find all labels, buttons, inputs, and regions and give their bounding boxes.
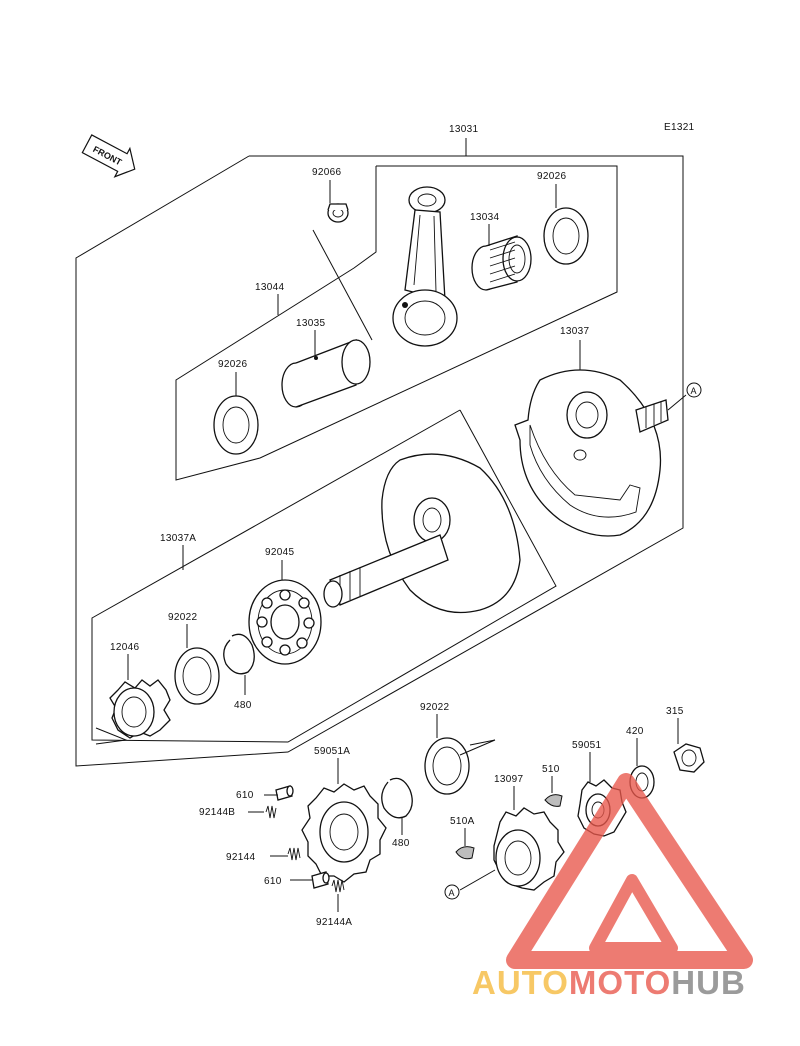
label-13034: 13034 [470,212,499,223]
label-13044: 13044 [255,282,284,293]
part-13037-crank-half [514,369,669,537]
part-92144B-spring [265,805,277,819]
label-13097: 13097 [494,774,523,785]
front-arrow-icon: FRONT [81,134,136,178]
part-92026-washer-left [213,395,259,455]
part-flywheel-crank-half [323,453,521,614]
svg-text:A: A [691,386,697,396]
label-92144: 92144 [226,852,255,863]
connecting-rod-assembly-outline [175,165,618,481]
part-59051A-gear [301,783,387,883]
label-92045: 92045 [265,547,294,558]
label-510A: 510A [450,816,475,827]
label-13037: 13037 [560,326,589,337]
svg-text:A: A [449,888,455,898]
label-12046: 12046 [110,642,139,653]
label-92026-left: 92026 [218,359,247,370]
watermark-text-hub: HUB [671,964,746,1001]
part-92022-washer-top [174,647,220,705]
part-12046-sprocket [109,679,171,739]
part-92144A-spring [331,879,345,893]
label-13037A: 13037A [160,533,196,544]
part-connecting-rod [392,186,458,347]
label-59051: 59051 [572,740,601,751]
label-510: 510 [542,764,560,775]
label-610-bottom: 610 [264,876,282,887]
label-315: 315 [666,706,684,717]
part-610-pin-top [275,785,294,801]
reference-marker-a-bottom: A [444,884,460,900]
label-480-bottom: 480 [392,838,410,849]
part-480-circlip-top [223,633,255,675]
label-92022-top: 92022 [168,612,197,623]
part-92022-washer-bottom [424,737,470,795]
watermark-text-moto: MOTO [569,964,671,1001]
label-92144B: 92144B [199,807,235,818]
label-13035: 13035 [296,318,325,329]
label-59051A: 59051A [314,746,350,757]
crankshaft-assembly-outline [75,138,684,767]
part-92066-bushing [327,203,349,223]
label-610-top: 610 [236,790,254,801]
part-92144-spring [287,847,301,861]
part-92045-ball-bearing [248,579,322,665]
part-510-key [544,794,563,807]
part-92026-washer-top [543,207,589,265]
part-13097-gear [493,807,565,891]
label-13031: 13031 [449,124,478,135]
part-480-circlip-bottom [381,777,413,819]
label-92066: 92066 [312,167,341,178]
part-610-pin-bottom [311,871,330,889]
flywheel-assembly-outline [91,409,557,743]
label-420: 420 [626,726,644,737]
watermark-text-auto: AUTO [472,964,569,1001]
diagram-code: E1321 [664,122,695,133]
part-13035-crank-pin [281,339,371,408]
label-480-top: 480 [234,700,252,711]
part-510A-key [455,846,475,860]
svg-text:AUTOMOTOHUB: AUTOMOTOHUB [472,964,746,1001]
part-13034-needle-bearing [471,235,532,291]
watermark-logo: AUTOMOTOHUB [472,773,753,1001]
watermark-triangle [506,773,753,969]
label-92144A: 92144A [316,917,352,928]
part-315-nut [673,743,705,773]
label-92026-top: 92026 [537,171,566,182]
label-92022-bottom: 92022 [420,702,449,713]
reference-marker-a-top: A [686,382,702,398]
